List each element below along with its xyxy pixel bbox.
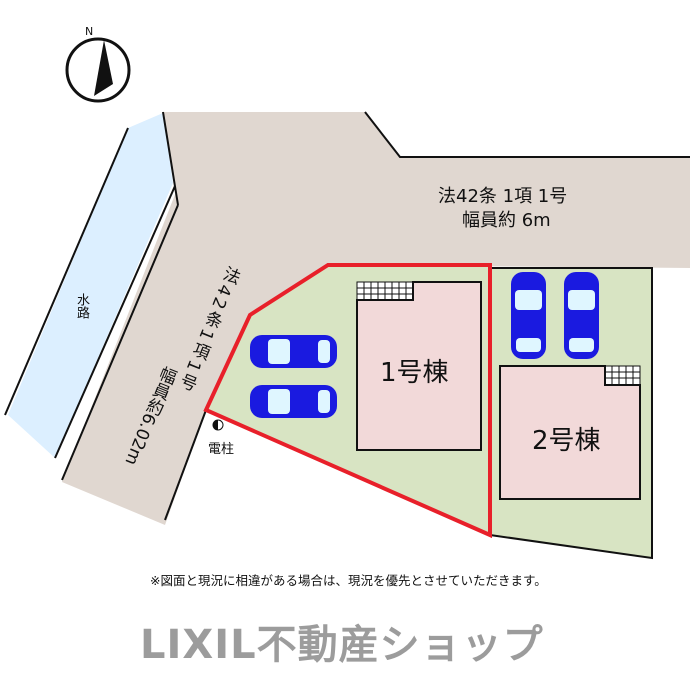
compass-icon [65, 37, 131, 103]
waterway-edge [54, 185, 176, 459]
car-icon [250, 335, 337, 368]
road-top-type: 法42条 1項 1号 [438, 186, 568, 207]
building-2-label: 2号棟 [532, 426, 601, 456]
car-icon [511, 272, 546, 359]
road-top-width: 幅員約 6m [462, 210, 551, 231]
building-2 [499, 365, 641, 500]
disclaimer-note: ※図面と現況に相違がある場合は、現況を優先とさせていただきます。 [150, 573, 547, 588]
road-edge [164, 409, 207, 521]
car-icon [250, 385, 337, 418]
building-1 [356, 281, 482, 451]
car-icon [564, 272, 599, 359]
deck-grid-2 [604, 365, 641, 386]
compass-north-label: N [85, 25, 94, 38]
deck-grid-1 [356, 281, 414, 301]
road-edge [364, 111, 690, 158]
waterway-label: 水路 [74, 293, 89, 319]
utility-pole-label: 電柱 [208, 442, 235, 457]
road [62, 112, 690, 525]
building-1-label: 1号棟 [380, 358, 449, 388]
road-edge [61, 204, 179, 481]
utility-pole-icon [212, 419, 224, 431]
road-edge [162, 111, 179, 206]
waterway-edge [4, 127, 129, 416]
waterway [8, 113, 173, 458]
watermark: LIXIL不動産ショップ [140, 622, 544, 668]
